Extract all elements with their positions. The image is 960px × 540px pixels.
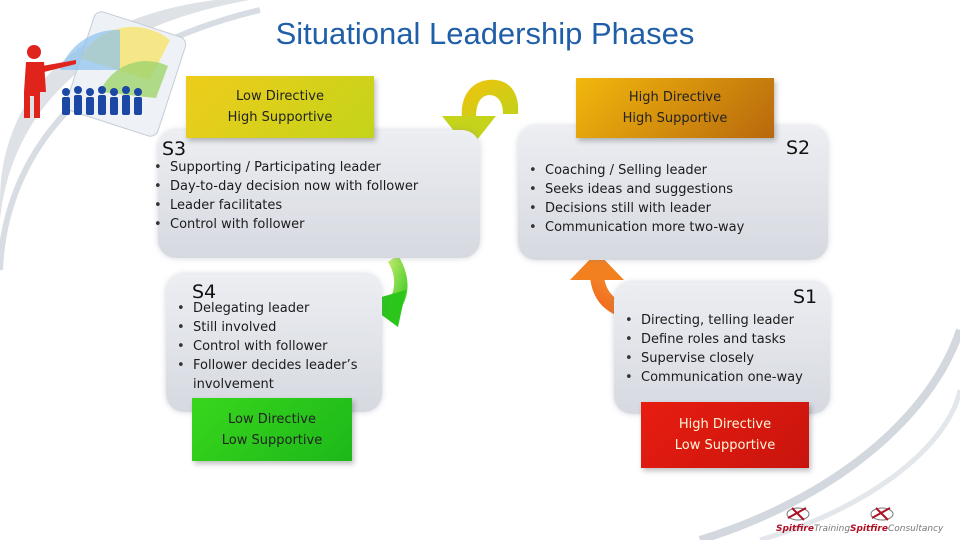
s2-bullet: Communication more two-way: [529, 218, 835, 237]
s2-tag: S2: [786, 137, 811, 159]
s3-bullet: Leader facilitates: [154, 196, 490, 215]
leadership-illustration: [24, 11, 187, 137]
spitfire-consultancy-logo: SpitfireConsultancy: [850, 524, 944, 534]
s2-bullet: Seeks ideas and suggestions: [529, 180, 835, 199]
s1-bullet-list: Directing, telling leader Define roles a…: [623, 311, 841, 387]
s3-label-line-1: Low Directive: [236, 89, 324, 104]
s4-bullet: Control with follower: [177, 337, 393, 356]
s4-label-box: Low Directive Low Supportive: [192, 398, 352, 461]
s4-tag: S4: [192, 281, 217, 303]
s2-label-line-2: High Supportive: [622, 111, 728, 126]
s3-bullet: Day-to-day decision now with follower: [154, 177, 490, 196]
s3-label-box: Low Directive High Supportive: [186, 76, 374, 138]
s1-bullet: Define roles and tasks: [625, 330, 841, 349]
s2-bullet: Coaching / Selling leader: [529, 161, 835, 180]
s3-bullet: Supporting / Participating leader: [154, 158, 490, 177]
s4-bullet: Delegating leader: [177, 299, 393, 318]
s4-bullet-list: Delegating leader Still involved Control…: [175, 299, 393, 394]
s1-label-line-2: Low Supportive: [674, 438, 776, 453]
s4-label-line-1: Low Directive: [228, 411, 316, 427]
page-title: Situational Leadership Phases: [275, 16, 695, 51]
s1-tag: S1: [793, 286, 818, 308]
s4-bullet: Follower decides leader’s involvement: [177, 356, 393, 394]
s1-label-line-1: High Directive: [678, 417, 772, 432]
s3-bullet: Control with follower: [154, 215, 490, 234]
s2-label-line-1: High Directive: [628, 90, 722, 105]
s3-label-line-2: High Supportive: [227, 110, 333, 125]
spitfire-training-logo: SpitfireTraining: [776, 524, 851, 534]
s3-bullet-list: Supporting / Participating leader Day-to…: [152, 158, 490, 234]
s2-label-box: High Directive High Supportive: [576, 78, 774, 138]
s4-label-line-2: Low Supportive: [221, 432, 323, 448]
s1-label-box: High Directive Low Supportive: [641, 402, 809, 468]
s1-bullet: Communication one-way: [625, 368, 841, 387]
s2-bullet: Decisions still with leader: [529, 199, 835, 218]
s1-bullet: Supervise closely: [625, 349, 841, 368]
s1-bullet: Directing, telling leader: [625, 311, 841, 330]
s3-tag: S3: [162, 138, 187, 160]
s4-bullet: Still involved: [177, 318, 393, 337]
s2-bullet-list: Coaching / Selling leader Seeks ideas an…: [527, 161, 835, 237]
